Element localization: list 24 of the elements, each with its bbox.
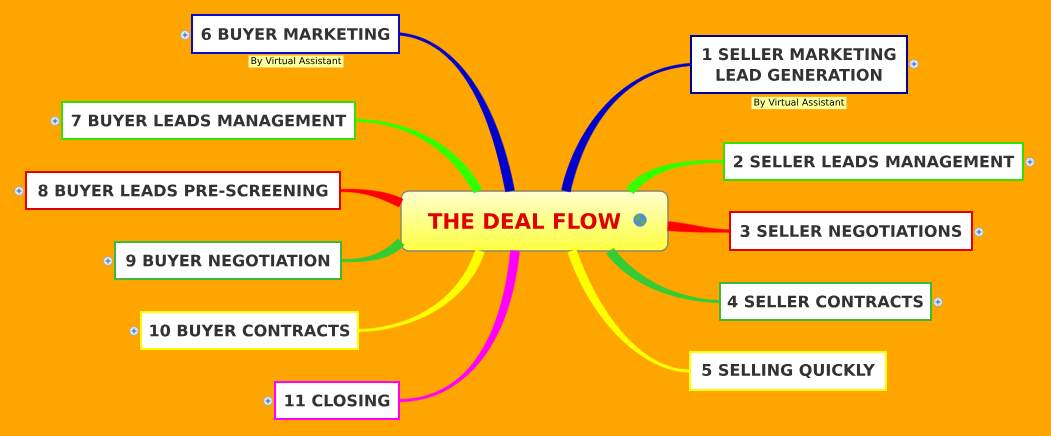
topic-box: 2 SELLER LEADS MANAGEMENT	[723, 142, 1024, 181]
connector	[606, 248, 720, 303]
connector	[561, 63, 691, 193]
topic-box: 9 BUYER NEGOTIATION	[114, 241, 342, 280]
connector	[358, 249, 485, 332]
topic-box: 3 SELLER NEGOTIATIONS	[729, 211, 973, 251]
connector	[341, 238, 405, 263]
topic-box: 11 CLOSING	[274, 381, 400, 420]
topic-box: 10 BUYER CONTRACTS	[140, 311, 359, 350]
connector	[567, 249, 690, 373]
connector	[340, 188, 404, 208]
connector	[355, 119, 483, 194]
topic-box: 6 BUYER MARKETING	[191, 14, 400, 54]
topic-box: 4 SELLER CONTRACTS	[719, 282, 932, 321]
topic-box: 8 BUYER LEADS PRE-SCREENING	[25, 171, 341, 210]
connector	[399, 250, 520, 402]
connector	[399, 32, 515, 193]
connector	[667, 221, 730, 233]
topic-box: 7 BUYER LEADS MANAGEMENT	[61, 101, 356, 140]
central-topic-box: THE DEAL FLOW	[400, 190, 669, 252]
note-tag: By Virtual Assistant	[751, 96, 847, 110]
note-tag: By Virtual Assistant	[248, 55, 344, 68]
topic-box: 1 SELLER MARKETING LEAD GENERATION	[690, 35, 908, 94]
topic-box: 5 SELLING QUICKLY	[689, 351, 887, 391]
